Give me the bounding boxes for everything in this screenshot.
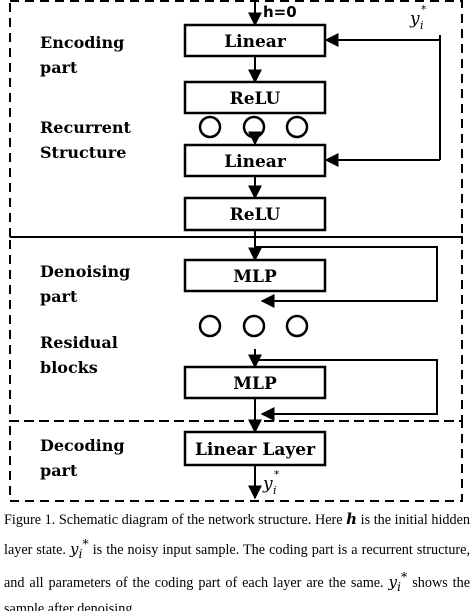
residual-skip-2 [255,359,438,421]
side-labels: Encoding part Recurrent Structure Denois… [40,33,132,480]
caption-after-y2: shows the sample after denoising. [4,575,470,611]
relu-1-label: ReLU [230,89,281,109]
linear-2-label: Linear [224,152,287,172]
mlp-2-label: MLP [233,374,277,394]
caption-y-symbol-2: yi* [388,569,408,594]
label-encoding-2: part [40,58,78,77]
y-star-sup: * [421,3,427,16]
caption-y2-sub: i [397,579,402,594]
mlp-1-box [183,258,327,293]
layer-box-labels: Linear ReLU Linear ReLU MLP MLP Linear L… [195,32,316,460]
h-init-label: h=0 [263,3,297,21]
caption-y-symbol-1: yi* [69,536,89,561]
flow-lines [248,0,441,500]
caption-y1-sub: i [78,546,83,561]
y-star-base: y [409,9,420,29]
y-out-sup: * [274,468,280,481]
encoding-frame [9,0,463,238]
ellipsis-recurrent [198,115,309,139]
label-denoising-1: Denoising [40,262,130,281]
dot-2 [242,115,266,139]
caption-h-symbol: h [346,510,358,528]
linear-1-box [183,23,327,58]
y-out-base: y [262,474,273,494]
figure-caption: Figure 1. Schematic diagram of the netwo… [4,508,470,611]
caption-y1-base: y [69,540,79,558]
mlp-2-box [183,365,327,400]
label-denoising-2: part [40,287,78,306]
label-recurrent-2: Structure [40,143,126,162]
y-out-sub: i [273,484,277,497]
caption-prefix: Figure 1. Schematic diagram of the netwo… [4,512,347,528]
caption-y2-base: y [388,573,398,591]
label-recurrent-1: Recurrent [40,118,132,137]
section-frames [9,0,463,502]
caption-after-h: is the initial hidden layer state. [4,512,470,558]
dot-5 [242,314,266,338]
dot-6 [285,314,309,338]
caption-y2-sup: * [401,569,408,584]
linear-layer-box [183,430,327,467]
label-residual-1: Residual [40,333,118,352]
relu-1-box [183,80,327,115]
mlp-1-label: MLP [233,267,277,287]
linear-1-label: Linear [224,32,287,52]
label-decoding-2: part [40,461,78,480]
linear-2-box [183,143,327,178]
label-decoding-1: Decoding [40,436,125,455]
label-encoding-1: Encoding [40,33,124,52]
caption-y1-sup: * [82,536,89,551]
ellipsis-residual [198,314,309,338]
network-diagram: Encoding part Recurrent Structure Denois… [9,0,463,502]
relu-2-box [183,196,327,232]
dot-3 [285,115,309,139]
dot-1 [198,115,222,139]
label-residual-2: blocks [40,358,98,377]
layer-boxes [183,23,327,467]
relu-2-label: ReLU [230,205,281,225]
y-star-input-label: y i * [409,3,427,32]
residual-skip-1 [255,246,438,308]
linear-layer-label: Linear Layer [195,440,316,460]
caption-after-y1: is the noisy input sample. The coding pa… [4,542,471,591]
y-star-sub: i [420,19,424,32]
decoding-frame [9,420,463,502]
y-star-output-label: y i * [262,468,280,497]
dot-4 [198,314,222,338]
